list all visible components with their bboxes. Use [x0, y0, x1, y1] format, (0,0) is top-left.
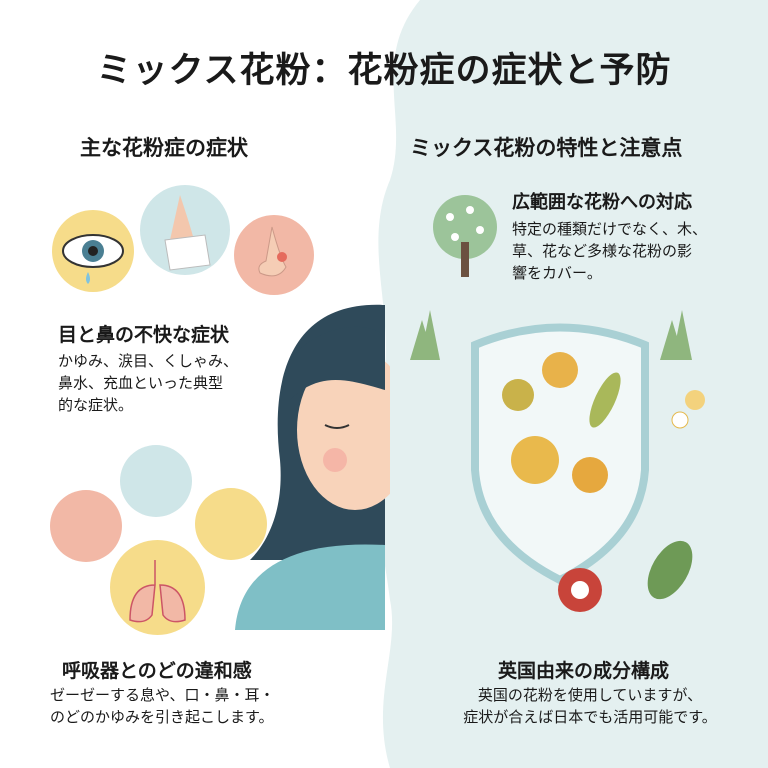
ear-icon — [195, 488, 267, 560]
text-line: 英国の花粉を使用していますが、 — [477, 686, 703, 704]
right-block2-title: 英国由来の成分構成 — [498, 660, 670, 682]
lungs-icon — [110, 540, 205, 635]
left-block1-text: かゆみ、涙目、くしゃみ、 鼻水、充血といった典型 的な症状。 — [58, 350, 238, 416]
right-block1-text: 特定の種類だけでなく、木、 草、花など多様な花粉の影 響をカバー。 — [512, 218, 707, 284]
text-line: 特定の種類だけでなく、木、 — [512, 220, 708, 238]
pollen-shield-illustration — [410, 310, 705, 612]
page-title: ミックス花粉：花粉症の症状と予防 — [96, 51, 672, 91]
text-line: 草、花など多様な花粉の影 — [512, 242, 693, 260]
text-line: 的な症状。 — [58, 396, 134, 414]
coughing-person-icon — [120, 445, 192, 517]
left-heading: 主な花粉症の症状 — [80, 136, 248, 160]
woman-illustration — [235, 304, 390, 630]
irritated-nose-icon — [234, 215, 314, 295]
text-line: 症状が合えば日本でも活用可能です。 — [463, 708, 717, 726]
right-block1-title: 広範囲な花粉への対応 — [512, 192, 692, 213]
text-line: かゆみ、涙目、くしゃみ、 — [58, 352, 239, 370]
throat-itch-icon — [50, 490, 122, 562]
left-block2-text: ゼーゼーする息や、口・鼻・耳・ のどのかゆみを引き起こします。 — [50, 684, 275, 728]
right-block2-text: 英国の花粉を使用していますが、 症状が合えば日本でも活用可能です。 — [450, 684, 730, 728]
left-block2-title: 呼吸器とのどの違和感 — [62, 660, 252, 682]
right-heading: ミックス花粉の特性と注意点 — [410, 136, 683, 160]
text-line: のどのかゆみを引き起こします。 — [50, 708, 274, 726]
text-line: 鼻水、充血といった典型 — [58, 374, 224, 392]
left-block1-title: 目と鼻の不快な症状 — [58, 324, 230, 346]
text-line: 響をカバー。 — [512, 264, 602, 282]
nose-tissue-icon — [140, 185, 230, 275]
tree-icon — [433, 195, 497, 277]
text-line: ゼーゼーする息や、口・鼻・耳・ — [50, 686, 275, 704]
eye-icon — [52, 210, 134, 292]
